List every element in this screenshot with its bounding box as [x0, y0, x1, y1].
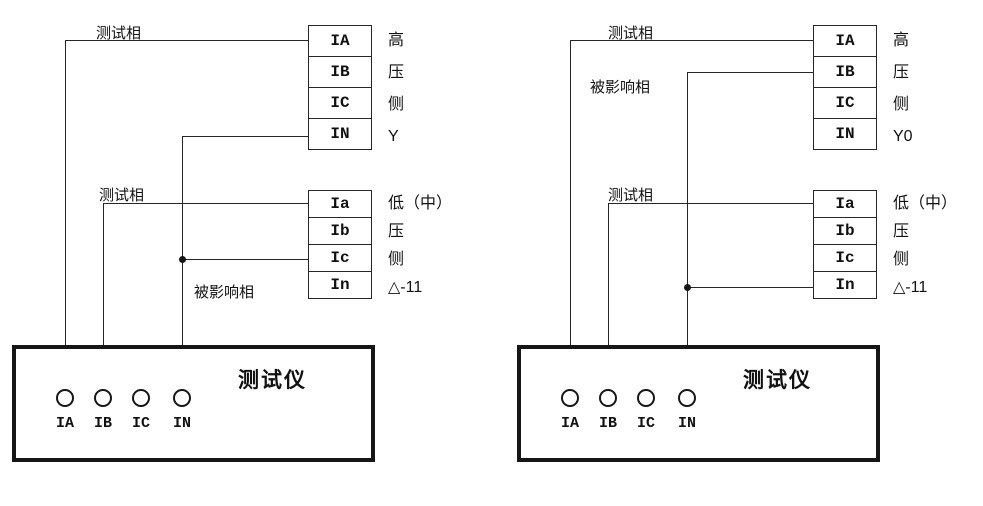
wire-IN-high: [182, 136, 308, 137]
wire-affected-phase-down-to-tester-IN: [687, 72, 688, 389]
tester-terminal-IB: [94, 389, 112, 407]
test-phase-label-mid: 测试相: [608, 187, 654, 204]
wire-test-phase-to-IA-high: [570, 40, 813, 41]
low-side-label-line: △-11: [388, 279, 423, 296]
terminal-Ic-low: Ic: [308, 244, 372, 272]
high-side-label-line: 高: [388, 32, 405, 49]
low-side-label-line: 低（中）: [388, 195, 453, 212]
tester-terminal-label-IN: IN: [172, 415, 191, 432]
low-side-label-line: 压: [388, 223, 405, 240]
high-side-winding-label: 高 压 侧 Y0: [893, 25, 913, 153]
tester-terminal-IA: [561, 389, 579, 407]
low-side-label-line: 侧: [388, 251, 405, 268]
tester-terminal-label-IC: IC: [131, 415, 150, 432]
left-wiring-diagram: 测试相 测试相 被影响相 IA IB IC IN 高 压 侧 Y Ia Ib I…: [0, 0, 478, 506]
low-side-label-line: △-11: [893, 279, 928, 296]
terminal-IC-high: IC: [308, 87, 372, 119]
tester-box: [12, 345, 375, 462]
tester-terminal-label-IB: IB: [598, 415, 617, 432]
low-side-terminal-block: Ia Ib Ic In: [813, 190, 877, 299]
tester-terminal-IN: [678, 389, 696, 407]
high-side-label-line: Y0: [893, 128, 913, 145]
high-side-label-line: 侧: [388, 96, 405, 113]
tester-terminal-label-IN: IN: [677, 415, 696, 432]
wire-In-low: [687, 287, 813, 288]
tester-terminal-IN: [173, 389, 191, 407]
tester-box: [517, 345, 880, 462]
low-side-terminal-block: Ia Ib Ic In: [308, 190, 372, 299]
terminal-IA-high: IA: [308, 25, 372, 57]
low-side-label-line: 低（中）: [893, 195, 958, 212]
wire-test-phase-to-Ia-low: [103, 203, 308, 204]
test-phase-label-mid: 测试相: [99, 187, 145, 204]
wire-test-phase-to-IA-high: [65, 40, 308, 41]
wire-down-to-tester-IB: [103, 203, 104, 389]
high-side-winding-label: 高 压 侧 Y: [388, 25, 404, 153]
tester-terminal-IA: [56, 389, 74, 407]
terminal-IA-high: IA: [813, 25, 877, 57]
affected-phase-label: 被影响相: [194, 284, 255, 301]
test-phase-label-top: 测试相: [96, 25, 142, 42]
tester-terminal-label-IB: IB: [93, 415, 112, 432]
wire-down-to-tester-IA: [570, 40, 571, 389]
tester-terminal-IC: [132, 389, 150, 407]
high-side-label-line: 压: [388, 64, 405, 81]
terminal-IB-high: IB: [813, 56, 877, 88]
wire-down-to-tester-IA: [65, 40, 66, 389]
terminal-IN-high: IN: [308, 118, 372, 150]
tester-terminal-label-IA: IA: [55, 415, 74, 432]
tester-title: 测试仪: [238, 369, 307, 392]
terminal-Ib-low: Ib: [813, 217, 877, 245]
wire-test-phase-to-Ia-low: [608, 203, 813, 204]
low-side-winding-label: 低（中） 压 侧 △-11: [388, 190, 452, 302]
junction-dot: [684, 284, 691, 291]
low-side-label-line: 侧: [893, 251, 910, 268]
terminal-IN-high: IN: [813, 118, 877, 150]
terminal-IB-high: IB: [308, 56, 372, 88]
affected-phase-label: 被影响相: [590, 79, 651, 96]
high-side-label-line: Y: [388, 128, 399, 145]
terminal-In-low: In: [308, 271, 372, 299]
terminal-Ic-low: Ic: [813, 244, 877, 272]
high-side-terminal-block: IA IB IC IN: [308, 25, 372, 150]
tester-terminal-IC: [637, 389, 655, 407]
terminal-Ia-low: Ia: [813, 190, 877, 218]
junction-dot: [179, 256, 186, 263]
tester-terminal-label-IC: IC: [636, 415, 655, 432]
wire-Ic-low: [182, 259, 308, 260]
wire-down-to-tester-IB: [608, 203, 609, 389]
high-side-terminal-block: IA IB IC IN: [813, 25, 877, 150]
terminal-Ia-low: Ia: [308, 190, 372, 218]
high-side-label-line: 高: [893, 32, 910, 49]
high-side-label-line: 侧: [893, 96, 910, 113]
tester-terminal-label-IA: IA: [560, 415, 579, 432]
high-side-label-line: 压: [893, 64, 910, 81]
tester-title: 测试仪: [743, 369, 812, 392]
low-side-winding-label: 低（中） 压 侧 △-11: [893, 190, 957, 302]
terminal-IC-high: IC: [813, 87, 877, 119]
terminal-In-low: In: [813, 271, 877, 299]
test-phase-label-top: 测试相: [608, 25, 654, 42]
right-wiring-diagram: 测试相 被影响相 测试相 IA IB IC IN 高 压 侧 Y0 Ia Ib …: [505, 0, 983, 506]
wire-IB-high-affected: [687, 72, 813, 73]
terminal-Ib-low: Ib: [308, 217, 372, 245]
tester-terminal-IB: [599, 389, 617, 407]
low-side-label-line: 压: [893, 223, 910, 240]
